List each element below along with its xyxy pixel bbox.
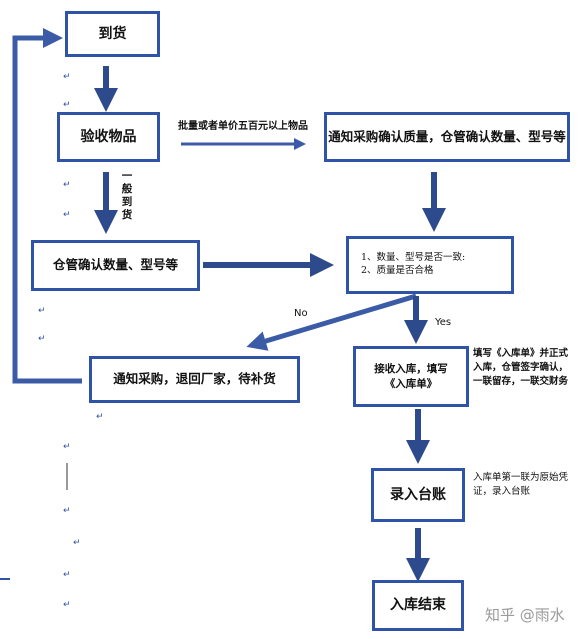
watermark-text: 知乎 @雨水 — [485, 606, 565, 624]
paragraph-mark: ↵ — [73, 538, 81, 548]
paragraph-mark: ↵ — [38, 306, 46, 316]
node-receive-line-2: 《入库单》 — [384, 377, 438, 390]
paragraph-mark: ↵ — [96, 412, 104, 422]
edge-label-general-char-2: 般 — [121, 183, 133, 196]
node-end: 入库结束 — [372, 580, 464, 631]
edge-label-batch: 批量或者单价五百元以上物品 — [178, 120, 308, 135]
node-notify-quality: 通知采购确认质量，仓管确认数量、型号等 — [324, 112, 570, 162]
paragraph-mark: ↵ — [63, 180, 71, 190]
note-fill-form-line-1: 填写《入库单》并正式 — [473, 348, 569, 359]
note-fill-form: 填写《入库单》并正式 入库，仓管签字确认， 一联留存，一联交财务 — [473, 347, 568, 388]
edge-label-no: No — [294, 307, 308, 322]
arrow-check-no — [246, 293, 417, 351]
node-check-line-1: 1、数量、型号是否一致: — [361, 252, 466, 264]
edge-label-general-char-4: 货 — [121, 209, 133, 222]
node-return-notify: 通知采购，退回厂家，待补货 — [89, 356, 300, 403]
edge-label-yes: Yes — [435, 316, 451, 331]
edge-label-yes-text: Yes — [435, 317, 452, 328]
node-check-line-2: 2、质量是否合格 — [361, 265, 434, 276]
node-receive: 接收入库，填写 《入库单》 — [353, 346, 469, 407]
edge-label-general-char-3: 到 — [121, 196, 133, 209]
edge-label-batch-text: 批量或者单价五百元以上物品 — [178, 121, 308, 132]
edge-label-general-char-1: 一 — [121, 170, 133, 182]
node-ledger: 录入台账 — [371, 468, 465, 522]
paragraph-mark: ↵ — [38, 334, 46, 344]
node-receive-line-1: 接收入库，填写 — [374, 363, 448, 376]
note-ledger-line-1: 入库单第一联为原始凭 — [473, 472, 569, 483]
node-ledger-label: 录入台账 — [390, 486, 446, 503]
note-ledger: 入库单第一联为原始凭 证，录入台账 — [473, 471, 568, 499]
node-notify-quality-label: 通知采购确认质量，仓管确认数量、型号等 — [328, 128, 566, 144]
node-inspect: 验收物品 — [57, 112, 160, 162]
node-inspect-label: 验收物品 — [80, 128, 137, 145]
node-end-label: 入库结束 — [390, 597, 446, 614]
watermark: 知乎 @雨水 — [485, 604, 565, 625]
node-arrival-label: 到货 — [98, 25, 127, 42]
note-fill-form-line-3: 一联留存，一联交财务 — [473, 375, 569, 387]
paragraph-mark: ↵ — [63, 72, 71, 82]
paragraph-mark: ↵ — [63, 600, 71, 610]
node-warehouse-confirm-label: 仓管确认数量、型号等 — [52, 257, 178, 273]
note-fill-form-line-2: 入库，仓管签字确认， — [473, 361, 569, 373]
arrow-return-loop — [12, 28, 82, 384]
paragraph-mark: ↵ — [63, 442, 71, 452]
paragraph-mark: ↵ — [63, 506, 71, 516]
node-arrival: 到货 — [65, 11, 160, 57]
note-ledger-line-2: 证，录入台账 — [473, 485, 531, 497]
edge-label-general: 一 般 到 货 — [121, 170, 133, 223]
edge-label-no-text: No — [294, 308, 308, 319]
node-warehouse-confirm: 仓管确认数量、型号等 — [31, 240, 200, 291]
paragraph-mark: ↵ — [63, 100, 71, 110]
node-return-notify-label: 通知采购，退回厂家，待补货 — [113, 371, 276, 387]
node-check: 1、数量、型号是否一致: 2、质量是否合格 — [346, 236, 514, 294]
paragraph-mark: ↵ — [63, 570, 71, 580]
paragraph-mark: ↵ — [63, 210, 71, 220]
